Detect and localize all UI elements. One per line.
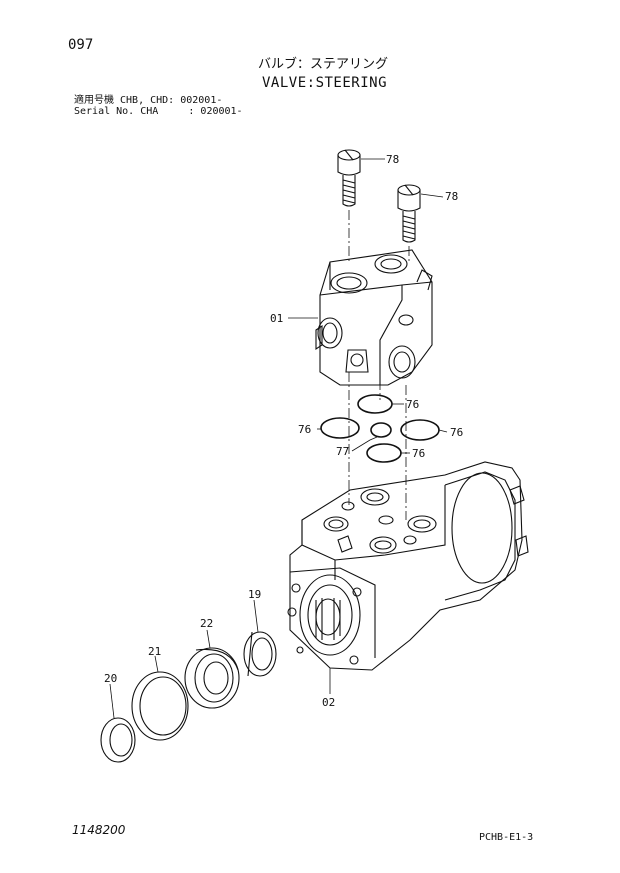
o-ring-77 <box>370 422 392 438</box>
callout-01: 01 <box>270 312 283 325</box>
drawing-number: 1148200 <box>72 823 126 837</box>
ring-20 <box>100 717 136 763</box>
o-ring-76-b <box>320 417 360 439</box>
leader-lines <box>109 158 448 719</box>
o-rings <box>320 394 440 463</box>
callout-76-c: 76 <box>450 426 463 439</box>
callout-21: 21 <box>148 645 161 658</box>
callout-22: 22 <box>200 617 213 630</box>
title-japanese: バルブ：ステアリング <box>258 57 389 72</box>
ring-21 <box>131 671 189 741</box>
o-ring-76-a <box>357 394 393 414</box>
callout-02: 02 <box>322 696 335 709</box>
callout-78-right: 78 <box>445 190 458 203</box>
bush-22 <box>184 647 240 709</box>
serial-line-2: Serial No. CHA : 020001- <box>74 106 243 117</box>
title-english: VALVE:STEERING <box>262 75 388 91</box>
callout-20: 20 <box>104 672 117 685</box>
callout-77: 77 <box>336 445 349 458</box>
center-lines <box>348 210 410 520</box>
bolt-78-right <box>397 184 421 243</box>
callout-78-top: 78 <box>386 153 399 166</box>
callout-76-a: 76 <box>406 398 419 411</box>
page-code: PCHB-E1-3 <box>479 832 534 843</box>
o-ring-76-d <box>366 443 402 463</box>
serial-line-1: 適用号機 CHB, CHD: 002001- <box>74 95 223 106</box>
steering-body-02 <box>287 461 529 671</box>
bolt-78-top <box>337 149 361 207</box>
valve-block-01 <box>315 249 433 386</box>
page-number: 097 <box>68 37 94 53</box>
callout-76-d: 76 <box>412 447 425 460</box>
callout-19: 19 <box>248 588 261 601</box>
seal-19 <box>243 631 277 677</box>
callout-76-b: 76 <box>298 423 311 436</box>
o-ring-76-c <box>400 419 440 441</box>
